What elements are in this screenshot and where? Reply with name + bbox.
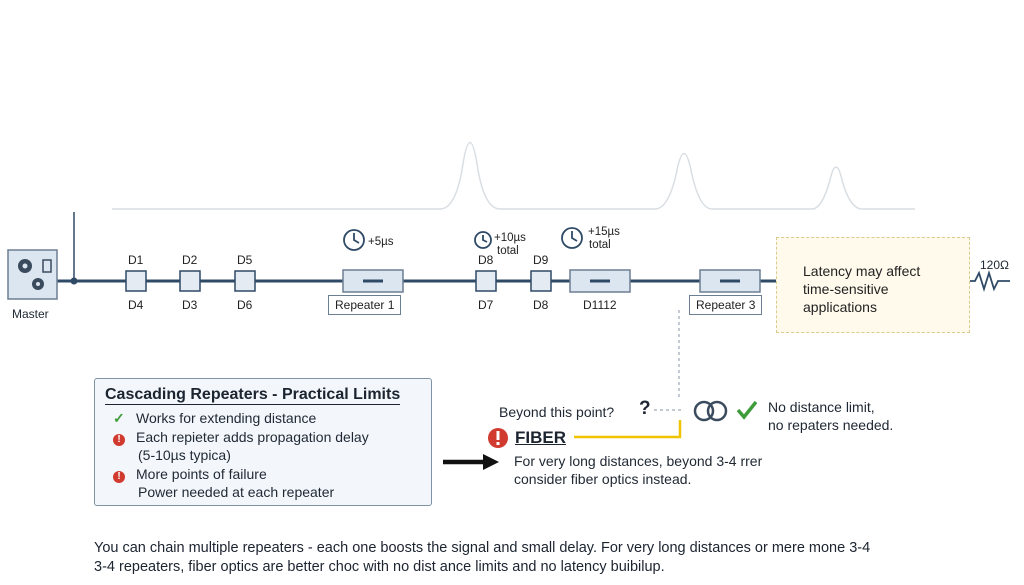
callout-line: time-sensitive <box>803 281 889 297</box>
clock-icon <box>474 231 492 249</box>
clock-icon <box>343 229 365 251</box>
limits-panel: Cascading Repeaters - Practical Limits ✓… <box>94 378 432 506</box>
limits-title: Cascading Repeaters - Practical Limits <box>105 386 401 405</box>
summary-text: 3-4 repeaters, fiber optics are better c… <box>94 559 665 575</box>
check-icon: ✓ <box>113 410 125 426</box>
callout-line: applications <box>803 299 877 315</box>
question-mark: ? <box>639 398 651 419</box>
device-label: D9 <box>533 253 549 267</box>
termination-label: 120Ω <box>980 258 1009 272</box>
device-label: D1112 <box>583 298 617 312</box>
fiber-description: For very long distances, beyond 3-4 rrer… <box>514 453 763 487</box>
latency-callout: Latency may affect time-sensitive applic… <box>776 237 970 333</box>
gears-icon <box>18 259 52 290</box>
device-label: D2 <box>182 253 198 267</box>
fiber-loop-icon <box>693 400 728 422</box>
check-icon <box>736 400 758 420</box>
repeater-label: Repeater 3 <box>689 295 763 315</box>
arrow-icon <box>443 454 499 470</box>
delay-label: +5µs <box>368 236 394 248</box>
device-node <box>234 270 256 292</box>
device-label: D7 <box>478 298 494 312</box>
clock-icon <box>561 227 583 249</box>
alert-icon: ! <box>113 434 125 446</box>
delay-label: +10µs <box>494 232 526 244</box>
alert-icon: ! <box>113 471 125 483</box>
callout-line: Latency may affect <box>803 263 921 279</box>
bus-junction <box>70 277 78 285</box>
device-label: D4 <box>128 298 144 312</box>
device-node <box>530 270 552 292</box>
repeater-label: Repeater 1 <box>328 295 402 315</box>
no-limit-note: No distance limit, no repaters needed. <box>768 399 894 433</box>
limit-item: ✓ Works for extending distance <box>113 410 317 426</box>
device-label: D8 <box>533 298 549 312</box>
limit-item-detail: (5-10µs typica) <box>138 447 231 463</box>
device-node <box>125 270 147 292</box>
device-label: D5 <box>237 253 253 267</box>
beyond-label: Beyond this point? <box>499 404 615 420</box>
limit-item-detail: Power needed at each repeater <box>138 484 335 500</box>
limit-item: ! Each repieter adds propagation delay <box>113 428 369 446</box>
limit-item: ! More points of failure <box>113 465 267 483</box>
master-box <box>7 249 58 300</box>
signal-waveform <box>112 142 915 210</box>
device-label: D1 <box>128 253 144 267</box>
delay-label: total <box>497 245 519 257</box>
device-label: D6 <box>237 298 253 312</box>
alert-icon <box>488 428 508 448</box>
device-node <box>179 270 201 292</box>
resistor-icon <box>968 269 1010 293</box>
delay-label: total <box>589 239 611 251</box>
device-label: D3 <box>182 298 198 312</box>
fiber-title: FIBER <box>515 428 566 447</box>
device-node <box>475 270 497 292</box>
summary-text: You can chain multiple repeaters - each … <box>94 540 871 556</box>
device-label: D8 <box>478 253 494 267</box>
fiber-link <box>574 420 682 439</box>
delay-label: +15µs <box>588 226 620 238</box>
master-label: Master <box>12 307 49 321</box>
